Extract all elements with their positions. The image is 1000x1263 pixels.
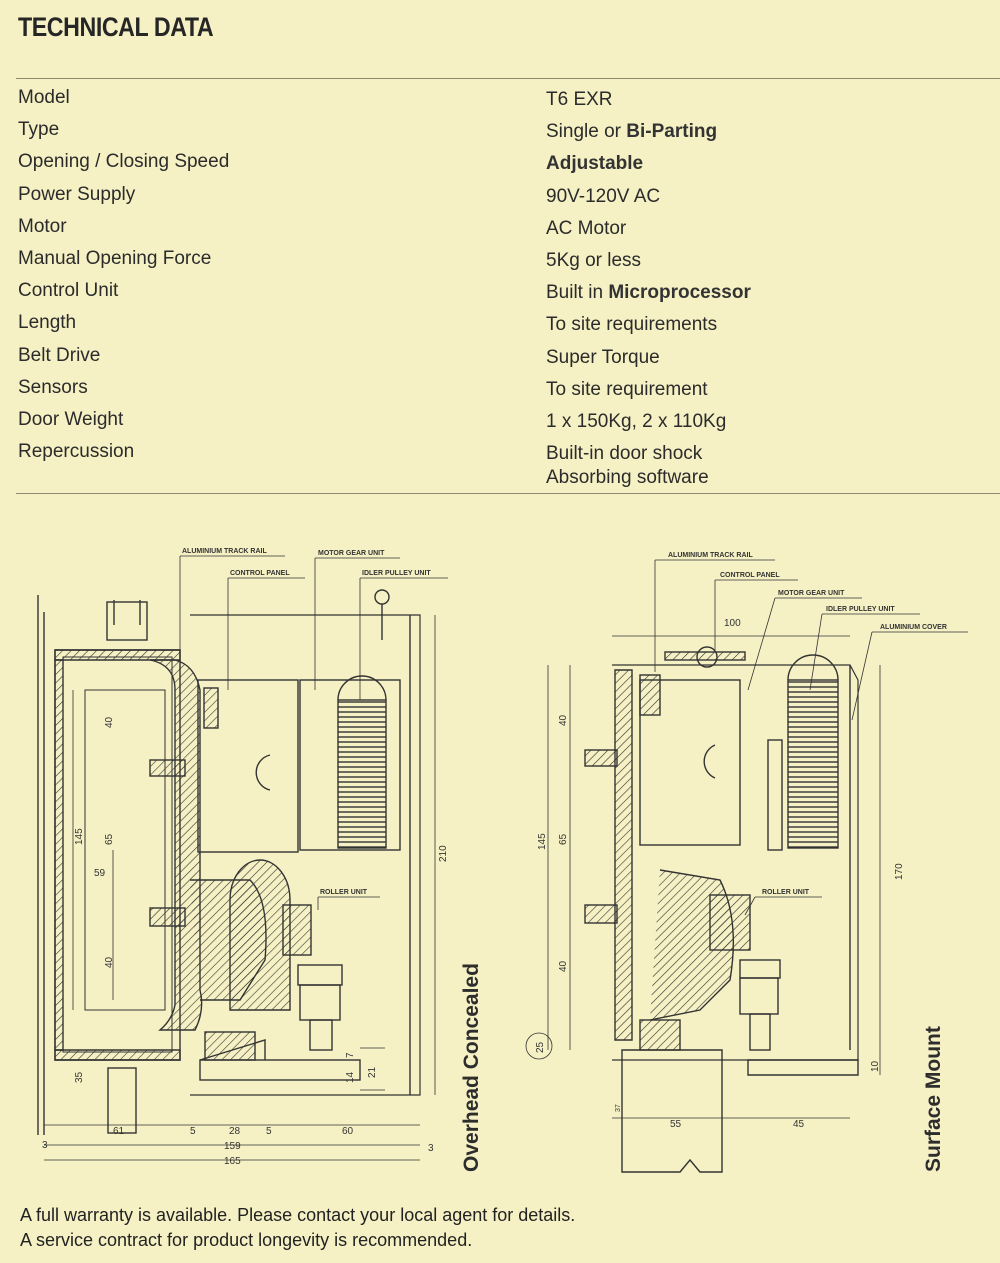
- spec-row-speed: Opening / Closing Speed Adjustable: [18, 150, 978, 182]
- spec-label: Sensors: [18, 376, 88, 398]
- dim-label: 55: [670, 1119, 682, 1130]
- overhead-dimensions: 40 145 65 59 40 210 35 14 7 21 61 5 28 5…: [42, 716, 449, 1167]
- footer-notes: A full warranty is available. Please con…: [20, 1203, 575, 1253]
- dim-label: 28: [229, 1126, 241, 1137]
- spec-label: Power Supply: [18, 183, 136, 205]
- spec-value: T6 EXR: [546, 89, 613, 110]
- dim-label: 65: [558, 833, 569, 845]
- dim-label: 21: [367, 1066, 378, 1078]
- spec-label: Door Weight: [18, 408, 124, 430]
- top-rule: [16, 78, 1000, 79]
- dim-label: 45: [793, 1119, 805, 1130]
- technical-drawings: ALUMINIUM TRACK RAIL MOTOR GEAR UNIT CON…: [37, 548, 968, 1173]
- callout-idler-pulley: IDLER PULLEY UNIT: [362, 570, 431, 577]
- dim-label: 59: [94, 868, 106, 879]
- callout-control-panel: CONTROL PANEL: [720, 572, 780, 579]
- surface-dimensions: 100 40 145 65 40 170 25 10 55 45 37: [535, 618, 905, 1130]
- spec-value: 5Kg or less: [546, 249, 642, 271]
- spec-value: To site requirements: [546, 314, 718, 336]
- spec-value: 90V-120V AC: [546, 185, 661, 207]
- spec-row-model: Model T6 EXR: [18, 86, 978, 118]
- spec-value: AC Motor: [546, 217, 627, 239]
- spec-row-length: Length To site requirements: [18, 311, 978, 343]
- dim-label: 65: [104, 833, 115, 845]
- spec-row-force: Manual Opening Force 5Kg or less: [18, 247, 978, 279]
- spec-table: Model T6 EXR Type Single or Bi-Parting O…: [18, 86, 978, 496]
- caption-surface-mount: Surface Mount: [922, 1026, 945, 1172]
- dim-label: 60: [342, 1126, 354, 1137]
- dim-label: 35: [74, 1071, 85, 1083]
- callout-roller-unit: ROLLER UNIT: [762, 889, 810, 896]
- warranty-note: A full warranty is available. Please con…: [20, 1205, 576, 1225]
- dim-label: 40: [558, 960, 569, 972]
- callout-control-panel: CONTROL PANEL: [230, 570, 290, 577]
- spec-row-motor: Motor AC Motor: [18, 215, 978, 247]
- dim-label: 3: [428, 1143, 434, 1154]
- callout-cover: ALUMINIUM COVER: [880, 624, 947, 631]
- callout-track-rail: ALUMINIUM TRACK RAIL: [668, 552, 753, 559]
- spec-row-sensors: Sensors To site requirement: [18, 376, 978, 408]
- surface-mount-drawing: [525, 559, 968, 1173]
- callout-idler-pulley: IDLER PULLEY UNIT: [826, 606, 895, 613]
- overhead-concealed-drawing: [37, 555, 448, 1161]
- dim-label: 5: [266, 1126, 272, 1137]
- spec-label: Opening / Closing Speed: [18, 151, 230, 173]
- spec-value: 1 x 150Kg, 2 x 110Kg: [546, 410, 727, 432]
- callout-motor-gear: MOTOR GEAR UNIT: [318, 550, 385, 557]
- bottom-rule: [16, 493, 1000, 494]
- spec-value: Built in Microprocessor: [546, 282, 751, 304]
- callout-motor-gear: MOTOR GEAR UNIT: [778, 590, 845, 597]
- spec-row-weight: Door Weight 1 x 150Kg, 2 x 110Kg: [18, 408, 978, 440]
- dim-label: 7: [345, 1052, 356, 1058]
- spec-row-control: Control Unit Built in Microprocessor: [18, 279, 978, 311]
- dim-label: 165: [224, 1156, 241, 1167]
- spec-label: Type: [18, 119, 60, 141]
- spec-value: Adjustable: [546, 153, 644, 175]
- dim-label: 3: [42, 1140, 48, 1151]
- callout-roller-unit: ROLLER UNIT: [320, 889, 368, 896]
- surface-callouts: ALUMINIUM TRACK RAIL CONTROL PANEL MOTOR…: [668, 552, 947, 896]
- dim-label: 5: [190, 1126, 196, 1137]
- service-note: A service contract for product longevity…: [20, 1230, 473, 1250]
- caption-overhead-concealed: Overhead Concealed: [460, 963, 483, 1172]
- spec-row-power: Power Supply 90V-120V AC: [18, 183, 978, 215]
- callout-track-rail: ALUMINIUM TRACK RAIL: [182, 548, 267, 555]
- spec-label: Control Unit: [18, 280, 119, 302]
- spec-label: Motor: [18, 215, 67, 237]
- spec-label: Repercussion: [18, 441, 135, 463]
- spec-row-type: Type Single or Bi-Parting: [18, 118, 978, 150]
- spec-label: Manual Opening Force: [18, 247, 212, 269]
- spec-row-belt: Belt Drive Super Torque: [18, 344, 978, 376]
- dim-label: 100: [724, 618, 741, 629]
- spec-label: Length: [18, 312, 77, 334]
- overhead-callouts: ALUMINIUM TRACK RAIL MOTOR GEAR UNIT CON…: [182, 548, 431, 896]
- dim-label: 25: [535, 1041, 546, 1053]
- dim-label: 10: [870, 1060, 881, 1072]
- dim-label: 159: [224, 1141, 241, 1152]
- dim-label: 37: [615, 1104, 622, 1112]
- dim-label: 14: [345, 1071, 356, 1083]
- spec-value: To site requirement: [546, 378, 708, 400]
- spec-value: Super Torque: [546, 346, 660, 368]
- dim-label: 40: [104, 956, 115, 968]
- dim-label: 170: [894, 863, 905, 880]
- spec-value: Single or Bi-Parting: [546, 121, 718, 143]
- spec-label: Model: [18, 87, 70, 108]
- dim-label: 145: [74, 828, 85, 845]
- dim-label: 40: [104, 716, 115, 728]
- spec-label: Belt Drive: [18, 344, 101, 366]
- dim-label: 61: [113, 1126, 125, 1137]
- dim-label: 210: [438, 845, 449, 862]
- dim-label: 40: [558, 714, 569, 726]
- dim-label: 145: [537, 833, 548, 850]
- page-title: TECHNICAL DATA: [18, 12, 214, 42]
